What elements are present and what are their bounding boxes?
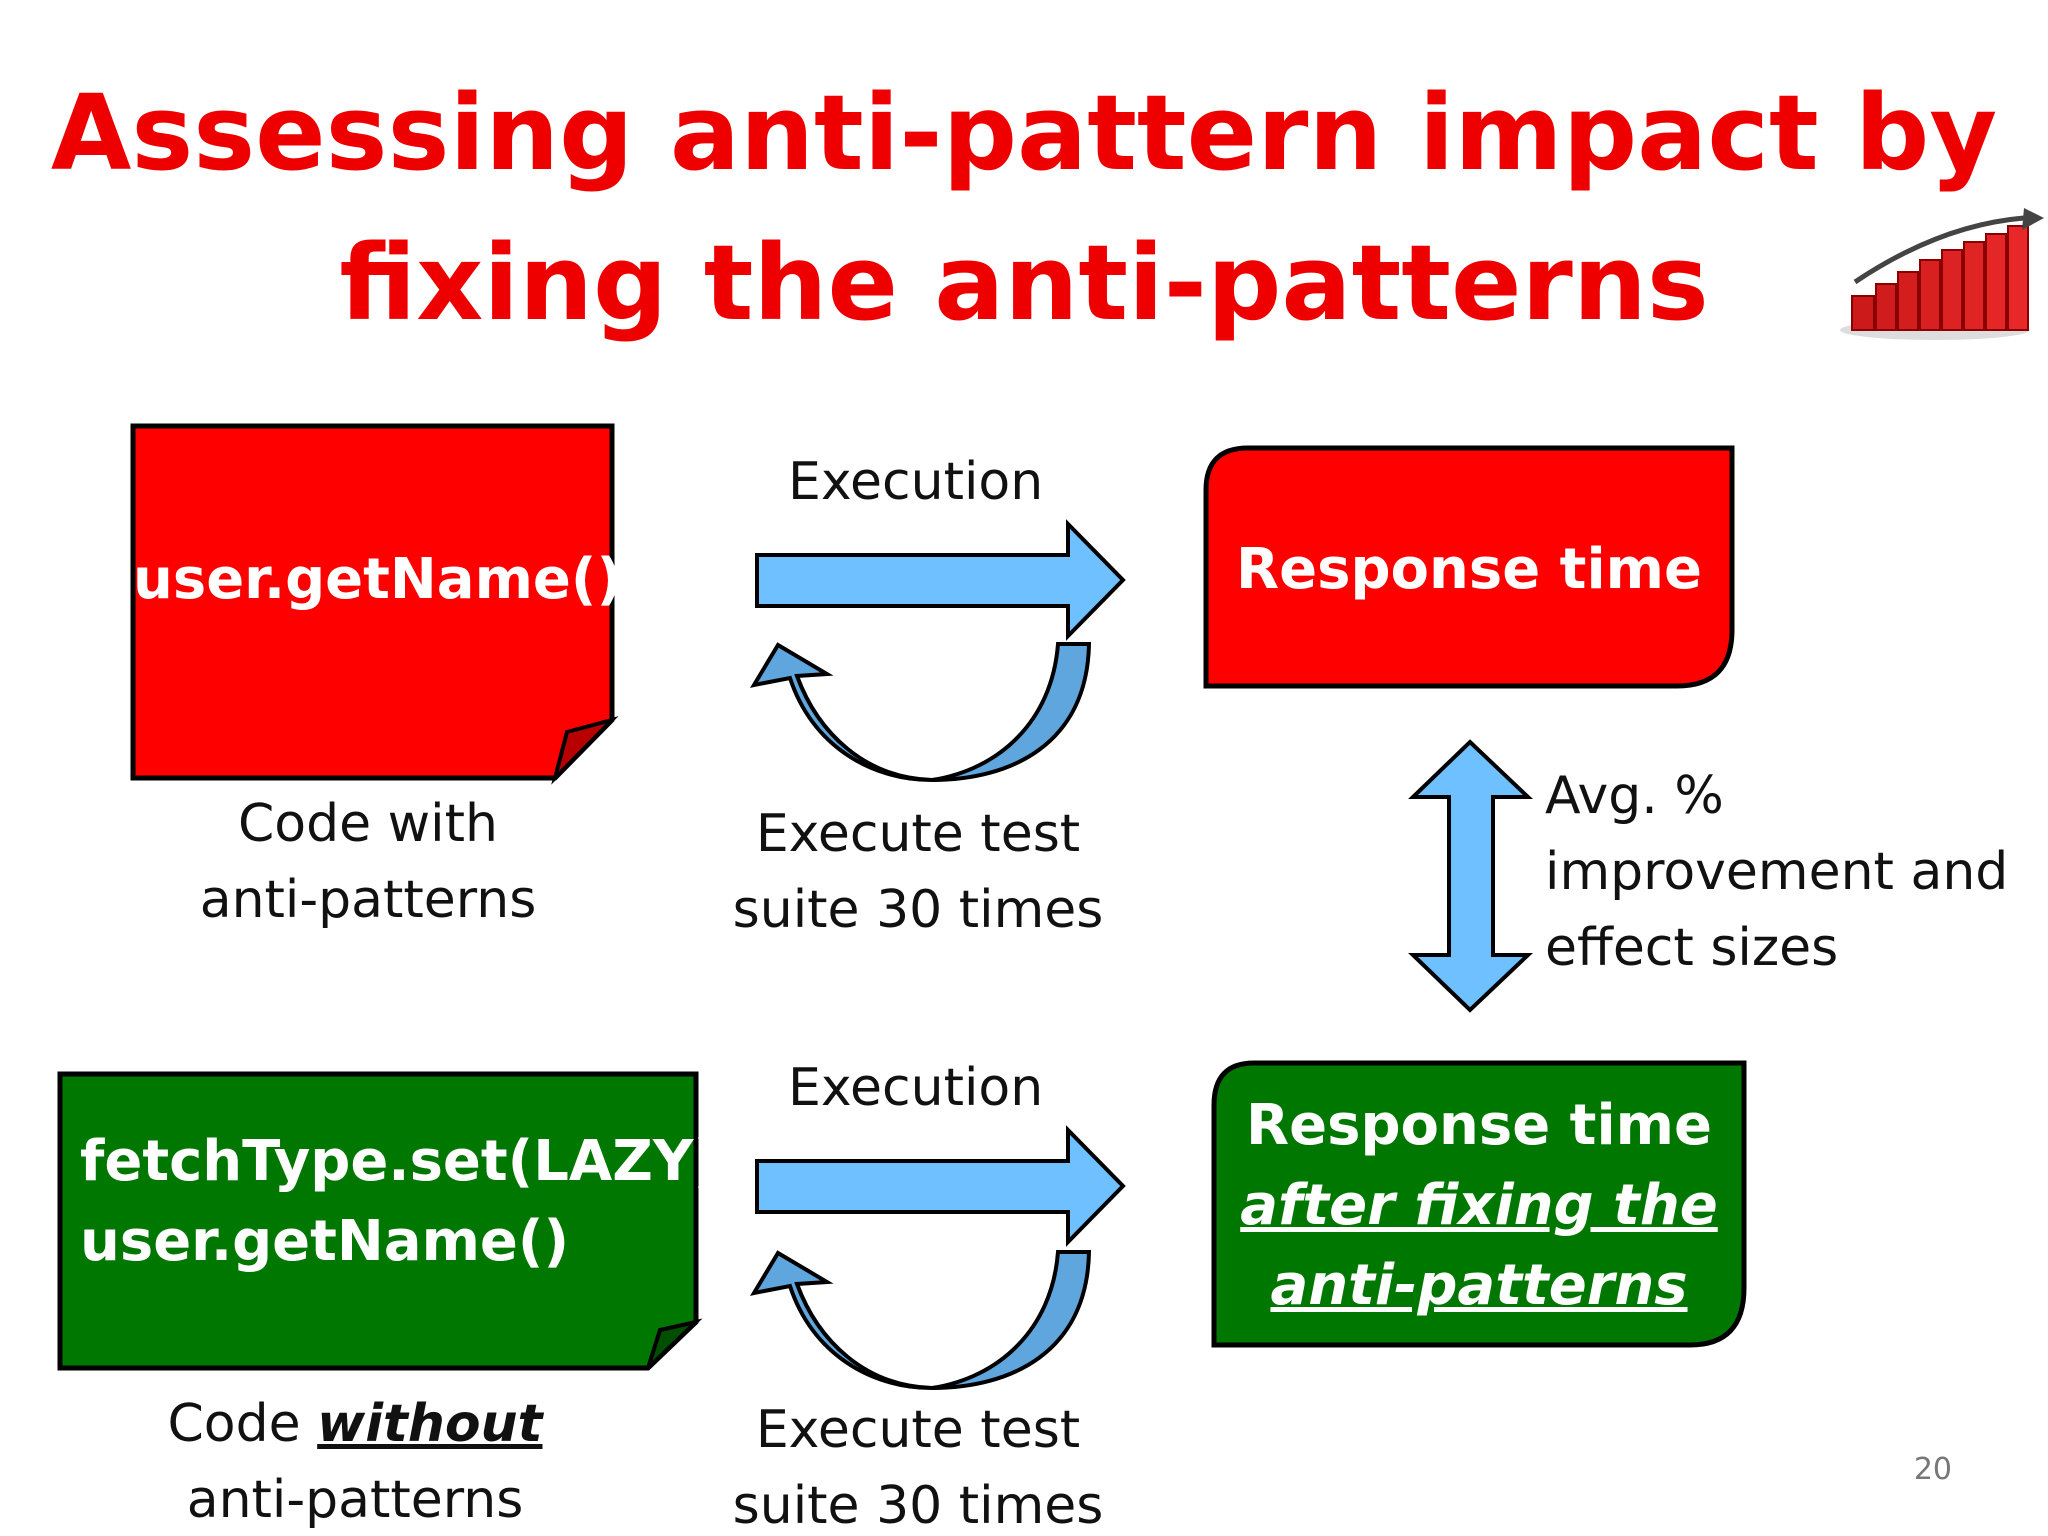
response-after-line-1: Response time — [1246, 1093, 1712, 1158]
loop-caption-top: Execute test suite 30 times — [723, 796, 1113, 948]
comparison-double-arrow — [1408, 739, 1534, 1013]
rising-bar-chart-icon — [1840, 208, 2044, 340]
slide-title: Assessing anti-pattern impact by fixing … — [0, 58, 2048, 358]
response-time-after-fix-text: Response time after fixing the anti-patt… — [1214, 1086, 1744, 1326]
response-time-text: Response time — [1236, 537, 1702, 602]
execution-label-bottom: Execution — [788, 1058, 1044, 1118]
execution-label-top: Execution — [788, 452, 1044, 512]
execution-arrow-top — [755, 519, 1126, 641]
page-number: 20 — [1913, 1452, 1952, 1487]
fixed-code-line-1: fetchType.set(LAZY) — [80, 1129, 720, 1194]
red-box-folded-corner — [551, 716, 619, 785]
code-caption-prefix: Code — [167, 1394, 318, 1454]
response-time-after-fix-box — [1211, 1060, 1747, 1348]
loop-caption-bottom: Execute test suite 30 times — [723, 1392, 1113, 1536]
title-line-1: Assessing anti-pattern impact by — [50, 72, 1998, 194]
code-caption-top-line-1: Code with — [238, 794, 498, 854]
fixed-code-line-2: user.getName() — [80, 1209, 570, 1274]
code-caption-top: Code with anti-patterns — [133, 786, 603, 938]
comparison-label: Avg. % improvement and effect sizes — [1545, 758, 2008, 986]
loop-caption-bottom-line-1: Execute test — [755, 1400, 1081, 1460]
repeat-loop-arrow-bottom — [749, 1250, 1092, 1391]
comparison-line-3: effect sizes — [1545, 918, 1839, 978]
repeat-loop-arrow-top — [749, 642, 1092, 783]
fixed-code-box-text: fetchType.set(LAZY) user.getName() — [80, 1122, 720, 1282]
code-caption-bottom-line-2: anti-patterns — [186, 1470, 524, 1530]
comparison-line-2: improvement and — [1545, 842, 2009, 902]
code-box-text: user.getName() — [133, 547, 623, 612]
comparison-line-1: Avg. % — [1545, 766, 1724, 826]
title-line-2: fixing the anti-patterns — [339, 222, 1709, 344]
response-after-line-2: after fixing the — [1240, 1173, 1718, 1238]
loop-caption-top-line-1: Execute test — [755, 804, 1081, 864]
green-box-folded-corner — [646, 1318, 703, 1370]
execution-arrow-bottom — [755, 1125, 1126, 1247]
code-caption-bottom-line-1: Code without — [110, 1386, 600, 1462]
code-caption-emphasis: without — [317, 1394, 543, 1454]
response-after-line-3: anti-patterns — [1270, 1253, 1688, 1318]
code-caption-bottom: Code without anti-patterns — [110, 1386, 600, 1536]
code-caption-top-line-2: anti-patterns — [199, 870, 537, 930]
loop-caption-top-line-2: suite 30 times — [732, 880, 1104, 940]
loop-caption-bottom-line-2: suite 30 times — [732, 1476, 1104, 1536]
response-time-box — [1203, 445, 1735, 689]
